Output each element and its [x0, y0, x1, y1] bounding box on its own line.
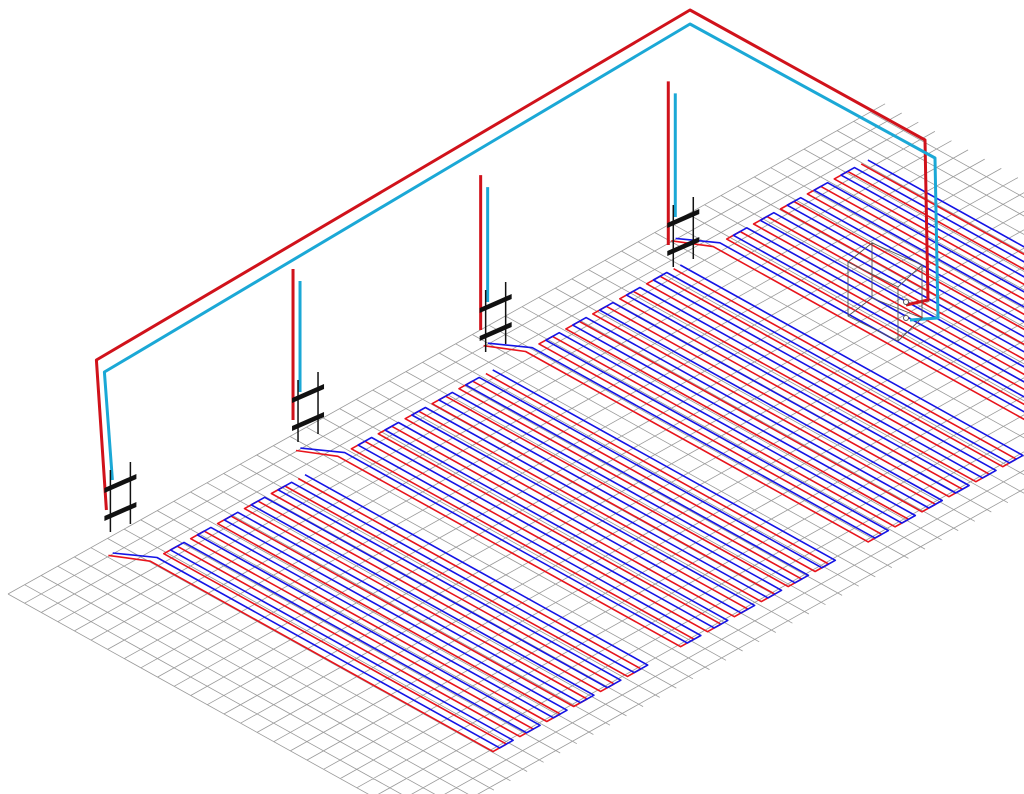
manifold-2-supply-bar	[292, 384, 325, 403]
manifold-2-return-bar	[292, 412, 325, 431]
main-pipes	[94, 8, 940, 511]
boiler-box-icon	[847, 242, 923, 342]
manifold-1-supply-bar	[104, 474, 137, 493]
manifolds	[104, 197, 700, 532]
grid-lines	[7, 103, 1024, 794]
manifold-2-supply-loop	[295, 372, 830, 648]
manifold-2-return-loop	[300, 369, 837, 644]
manifold-3	[479, 282, 512, 352]
floor-grid	[7, 103, 1024, 794]
manifold-1-return-bar	[104, 502, 137, 521]
manifold-2	[292, 372, 325, 442]
manifold-4-bracket	[672, 197, 695, 267]
manifold-4-return-loop	[675, 159, 1024, 413]
manifold-3-return-loop	[487, 264, 1024, 539]
manifold-3-return-bar	[479, 322, 512, 341]
manifold-1	[104, 462, 137, 532]
manifold-1-bracket	[109, 462, 132, 532]
manifold-4	[667, 197, 700, 267]
manifold-3-bracket	[484, 282, 507, 352]
return-port	[903, 315, 909, 321]
boiler-unit	[847, 242, 923, 342]
manifold-4-return-bar	[667, 237, 700, 256]
manifold-1-return-loop	[112, 474, 649, 749]
manifold-4-supply-loop	[671, 163, 1024, 421]
manifold-3-supply-bar	[479, 294, 512, 313]
manifold-3-supply-loop	[483, 268, 1017, 543]
heating-loops	[108, 159, 1024, 753]
manifold-4-supply-bar	[667, 209, 700, 228]
return-main-pipe	[102, 22, 940, 481]
manifold-2-bracket	[297, 372, 319, 442]
supply-port	[903, 299, 909, 305]
supply-main-pipe	[94, 8, 930, 511]
manifold-1-supply-loop	[108, 477, 642, 753]
